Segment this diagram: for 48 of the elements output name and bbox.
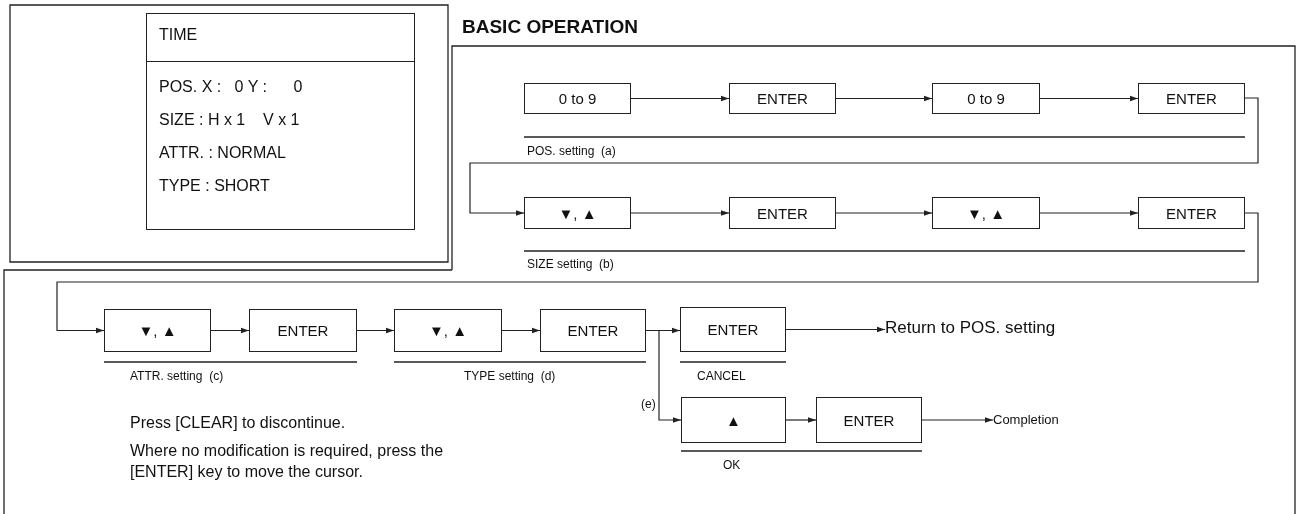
group-label: CANCEL	[697, 369, 746, 383]
arrow	[356, 327, 395, 334]
step-label: (e)	[641, 397, 656, 411]
arrow	[630, 210, 730, 216]
arrow	[630, 95, 730, 102]
group-label: POS. setting (a)	[527, 144, 616, 158]
arrow	[469, 97, 1259, 216]
key-box: ENTER	[540, 309, 646, 352]
arrow	[501, 327, 541, 334]
arrow	[56, 212, 1259, 334]
arrow	[645, 329, 682, 423]
screen-header: TIME	[159, 26, 198, 44]
group-label: OK	[723, 458, 741, 472]
arrow	[785, 326, 886, 333]
result-text: Return to POS. setting	[885, 316, 1105, 340]
key-box: ▼, ▲	[394, 309, 502, 352]
note-text: Press [CLEAR] to discontinue.	[130, 413, 347, 433]
key-box: ▼, ▲	[104, 309, 211, 352]
key-box: ENTER	[680, 307, 786, 352]
screen-line: POS. X : 0 Y : 0	[159, 78, 303, 96]
arrow	[921, 417, 994, 423]
display-screen	[146, 13, 415, 230]
diagram-title: BASIC OPERATION	[462, 16, 638, 38]
key-box: ENTER	[816, 397, 922, 443]
key-box: 0 to 9	[932, 83, 1040, 114]
group-label: SIZE setting (b)	[527, 257, 614, 271]
screen-line: TYPE : SHORT	[159, 177, 270, 195]
note-text: Where no modification is required, press the [ENTER] key to move the cursor.	[130, 441, 445, 482]
key-box: ENTER	[729, 197, 836, 229]
arrow	[835, 95, 933, 102]
result-text: Completion	[993, 408, 1113, 430]
key-box: ENTER	[1138, 83, 1245, 114]
key-box: ▲	[681, 397, 786, 443]
screen-line: ATTR. : NORMAL	[159, 144, 286, 162]
screen-line: SIZE : H x 1 V x 1	[159, 111, 300, 129]
key-box: ENTER	[1138, 197, 1245, 229]
group-label: TYPE setting (d)	[464, 369, 556, 383]
key-box: ENTER	[729, 83, 836, 114]
key-box: ENTER	[249, 309, 357, 352]
arrow	[1039, 95, 1139, 102]
key-box: ▼, ▲	[524, 197, 631, 229]
arrow	[210, 327, 250, 334]
arrow	[1039, 210, 1139, 216]
group-label: ATTR. setting (c)	[130, 369, 224, 383]
arrow	[785, 417, 817, 423]
key-box: ▼, ▲	[932, 197, 1040, 229]
arrow	[835, 210, 933, 216]
key-box: 0 to 9	[524, 83, 631, 114]
